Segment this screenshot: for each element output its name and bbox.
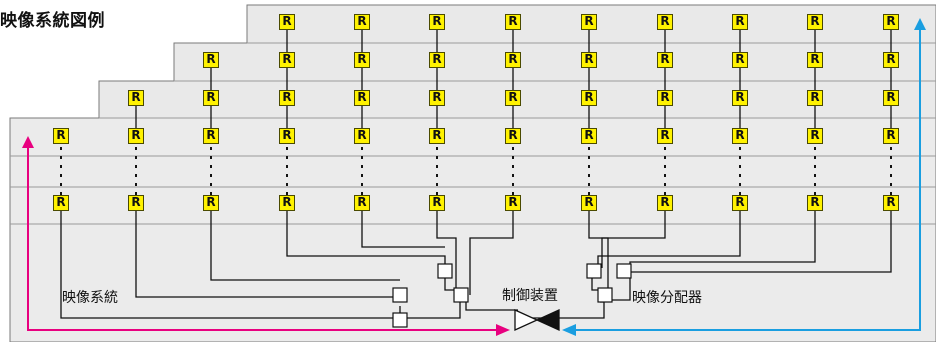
receiver-box: R <box>53 128 69 144</box>
receiver-box: R <box>883 14 899 30</box>
receiver-box: R <box>807 52 823 68</box>
receiver-box: R <box>657 128 673 144</box>
signal-wire-3 <box>286 210 446 266</box>
signal-wire-12 <box>399 302 461 319</box>
receiver-box: R <box>807 128 823 144</box>
receiver-box: R <box>732 90 748 106</box>
control-device-left <box>514 308 539 332</box>
receiver-box: R <box>279 14 295 30</box>
control-device-label: 制御装置 <box>502 288 558 304</box>
receiver-box: R <box>429 14 445 30</box>
receiver-box: R <box>203 52 219 68</box>
receiver-box: R <box>128 128 144 144</box>
receiver-box: R <box>883 128 899 144</box>
receiver-box: R <box>807 14 823 30</box>
receiver-box: R <box>883 195 899 211</box>
splitter-box-6 <box>616 263 632 279</box>
receiver-box: R <box>657 14 673 30</box>
receiver-box: R <box>203 195 219 211</box>
receiver-box: R <box>505 128 521 144</box>
receiver-box: R <box>429 195 445 211</box>
signal-wire-14 <box>465 302 518 311</box>
receiver-box: R <box>505 14 521 30</box>
receiver-box: R <box>807 90 823 106</box>
distributor-label: 映像分配器 <box>632 290 702 306</box>
signal-wire-11 <box>630 210 892 273</box>
receiver-box: R <box>128 195 144 211</box>
receiver-box: R <box>354 128 370 144</box>
splitter-box-3 <box>453 287 469 303</box>
panel-front <box>9 117 936 343</box>
receiver-box: R <box>505 90 521 106</box>
receiver-box: R <box>429 90 445 106</box>
splitter-box-4 <box>586 263 602 279</box>
receiver-box: R <box>581 14 597 30</box>
receiver-box: R <box>883 90 899 106</box>
receiver-box: R <box>429 128 445 144</box>
diagram-title: 映像系統図例 <box>0 11 105 31</box>
signal-wire-4 <box>361 210 445 248</box>
receiver-box: R <box>53 195 69 211</box>
return-line-right <box>574 28 921 331</box>
return-line-left <box>27 146 498 331</box>
arrowhead-left-up <box>22 136 34 148</box>
receiver-box: R <box>505 52 521 68</box>
receiver-box: R <box>354 90 370 106</box>
arrowhead-left-right <box>496 324 510 336</box>
receiver-box: R <box>203 128 219 144</box>
receiver-box: R <box>657 195 673 211</box>
splitter-box-1 <box>392 312 408 328</box>
signal-wire-8 <box>601 210 666 268</box>
signal-wire-1 <box>135 210 400 298</box>
splitter-box-2 <box>437 263 453 279</box>
receiver-box: R <box>732 14 748 30</box>
receiver-box: R <box>581 128 597 144</box>
arrowhead-right-left <box>562 324 576 336</box>
receiver-box: R <box>279 52 295 68</box>
splitter-box-0 <box>392 287 408 303</box>
receiver-box: R <box>581 52 597 68</box>
receiver-box: R <box>354 195 370 211</box>
receiver-box: R <box>128 90 144 106</box>
receiver-box: R <box>807 195 823 211</box>
signal-wire-2 <box>210 210 400 281</box>
control-device-right <box>535 308 560 332</box>
signal-wire-6 <box>469 210 514 295</box>
receiver-box: R <box>732 195 748 211</box>
receiver-box: R <box>732 52 748 68</box>
receiver-box: R <box>279 195 295 211</box>
receiver-box: R <box>657 52 673 68</box>
receiver-box: R <box>581 90 597 106</box>
receiver-box: R <box>203 90 219 106</box>
arrowhead-right-up <box>914 18 926 30</box>
signal-wire-0 <box>60 210 400 319</box>
receiver-box: R <box>657 90 673 106</box>
video-system-label: 映像系統 <box>62 290 118 306</box>
receiver-box: R <box>354 14 370 30</box>
receiver-box: R <box>279 90 295 106</box>
signal-wire-9 <box>597 210 741 266</box>
receiver-box: R <box>732 128 748 144</box>
splitter-box-5 <box>597 287 613 303</box>
receiver-box: R <box>354 52 370 68</box>
signal-wire-17 <box>610 274 631 301</box>
receiver-box: R <box>505 195 521 211</box>
receiver-box: R <box>429 52 445 68</box>
receiver-box: R <box>279 128 295 144</box>
receiver-box: R <box>883 52 899 68</box>
receiver-box: R <box>581 195 597 211</box>
